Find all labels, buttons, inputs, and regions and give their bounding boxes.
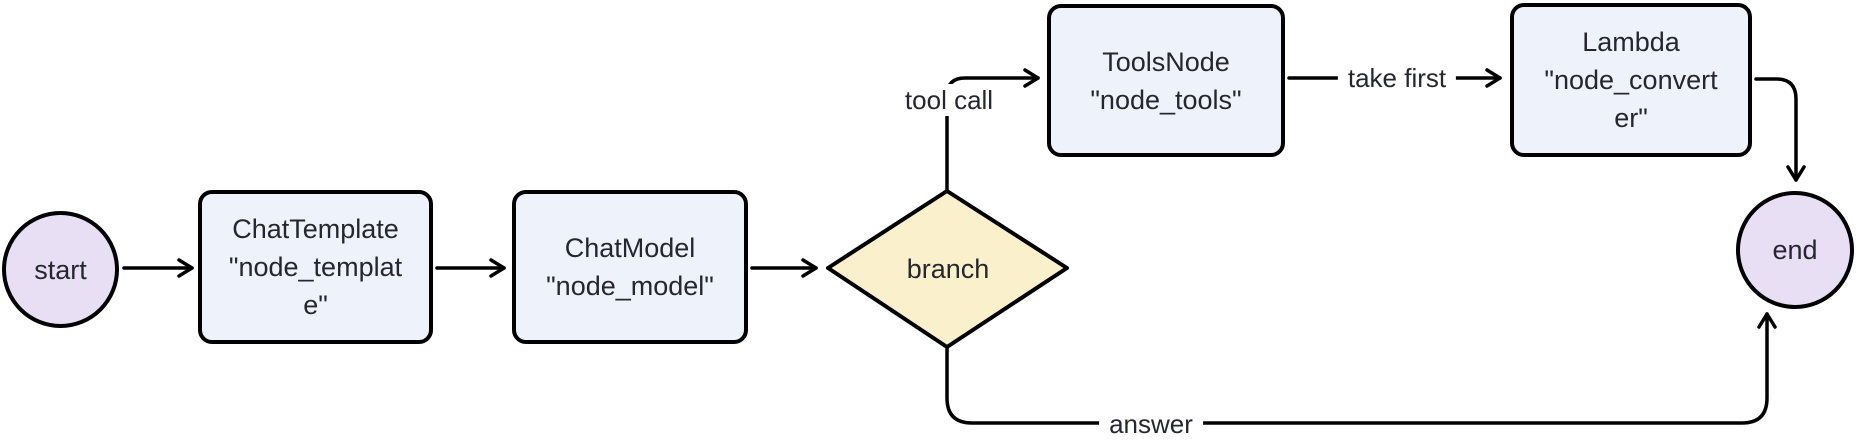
node-chat-template: ChatTemplate "node_templat e" <box>198 190 433 344</box>
node-chat-model: ChatModel "node_model" <box>512 190 748 344</box>
node-lambda: Lambda "node_convert er" <box>1510 3 1752 157</box>
branch-diamond-shape <box>826 189 1069 349</box>
node-lambda-label-line3: er" <box>1614 103 1648 133</box>
node-chat-model-label-line1: ChatModel <box>564 233 696 263</box>
node-tools-label-line2: "node_tools" <box>1090 84 1242 115</box>
edge-lambda-to-end <box>1754 77 1806 182</box>
edge-branch-to-end <box>945 312 1777 425</box>
node-start: start <box>2 211 119 328</box>
node-chat-template-label-line3: e" <box>303 290 328 320</box>
node-tools-label-line1: ToolsNode <box>1102 46 1230 77</box>
node-end-label: end <box>1772 235 1818 265</box>
node-chat-template-label-line2: "node_templat <box>228 252 403 282</box>
node-chat-template-label-line1: ChatTemplate <box>232 214 399 244</box>
node-start-label: start <box>34 254 87 285</box>
edge-label-take-first: take first <box>1337 62 1457 94</box>
node-lambda-label-line1: Lambda <box>1582 27 1680 57</box>
node-end: end <box>1736 191 1854 309</box>
node-branch-label: branch <box>906 254 990 284</box>
node-chat-model-label-line2: "node_model" <box>546 271 714 301</box>
edge-label-tool-call: tool call <box>894 84 1004 116</box>
edge-label-answer: answer <box>1099 408 1203 440</box>
node-tools: ToolsNode "node_tools" <box>1047 4 1285 157</box>
node-lambda-label-line2: "node_convert <box>1544 65 1718 95</box>
